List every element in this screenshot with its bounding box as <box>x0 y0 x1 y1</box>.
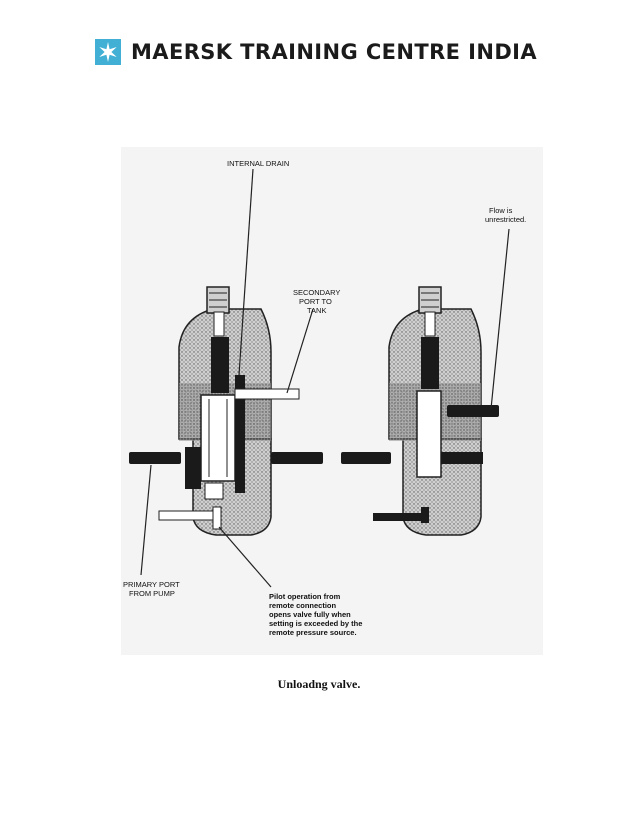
label-secondary-port-2: PORT TO <box>299 297 332 306</box>
label-pilot-1: Pilot operation from <box>269 592 341 601</box>
valve-right <box>341 286 499 536</box>
label-secondary-port-1: SECONDARY <box>293 288 340 297</box>
label-secondary-port-3: TANK <box>307 306 326 315</box>
label-pilot-4: setting is exceeded by the <box>269 619 362 628</box>
label-pilot-5: remote pressure source. <box>269 628 357 637</box>
valve-left <box>129 286 323 536</box>
label-primary-port-1: PRIMARY PORT <box>123 580 180 589</box>
unloading-valve-diagram: INTERNAL DRAIN SECONDARY PORT TO TANK Fl… <box>121 147 543 655</box>
label-pilot-2: remote connection <box>269 601 337 610</box>
brand-title: MAERSK TRAINING CENTRE INDIA <box>131 40 538 64</box>
label-internal-drain: INTERNAL DRAIN <box>227 159 289 168</box>
header: MAERSK TRAINING CENTRE INDIA <box>95 37 537 67</box>
label-primary-port-2: FROM PUMP <box>129 589 175 598</box>
label-flow-1: Flow is <box>489 206 513 215</box>
maersk-star-icon <box>95 39 121 65</box>
label-pilot-3: opens valve fully when <box>269 610 351 619</box>
label-flow-2: unrestricted. <box>485 215 526 224</box>
figure-caption: Unloadng valve. <box>277 677 361 691</box>
